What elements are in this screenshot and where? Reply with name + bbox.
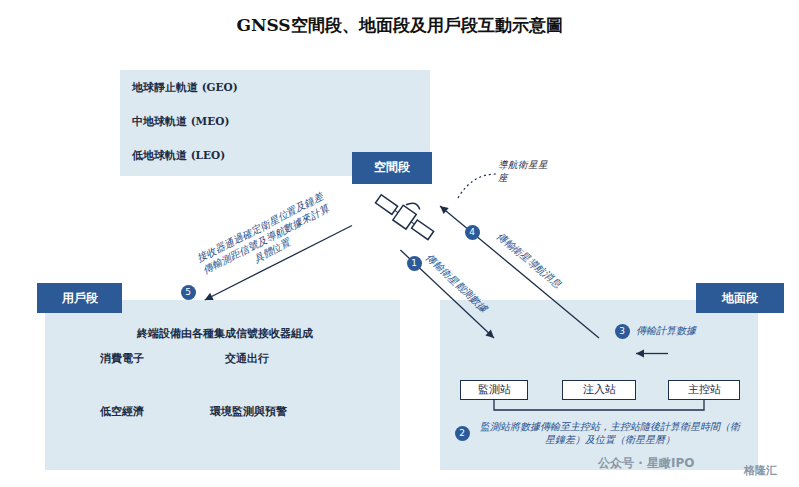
- edge-label: 接收器通過確定衛星位置及鐘差傳輸測距信號及導航數據來計算具體位置: [192, 188, 342, 290]
- space-segment: 空間段: [352, 152, 440, 250]
- diagram-title: GNSS空間段、地面段及用戶段互動示意圖: [0, 14, 799, 37]
- segment-tab: 地面段: [696, 283, 784, 313]
- station-box: 主控站: [668, 338, 740, 400]
- callout-number: 1: [407, 256, 422, 271]
- station-label: 監測站: [460, 380, 528, 400]
- constellation-note: 導航衛星星座: [498, 158, 550, 184]
- callout-number: 2: [455, 426, 470, 441]
- navigation-satellite: [373, 185, 440, 243]
- connector: [636, 350, 668, 358]
- segment-tab: 用戶段: [37, 283, 122, 313]
- station-label: 注入站: [562, 380, 636, 400]
- node-text: 消費電子: [100, 352, 144, 366]
- edge-label: 傳輸計算數據: [636, 324, 696, 337]
- node-text: 低空經濟: [100, 405, 144, 419]
- edge-label: 傳輸衛星導航消息: [494, 229, 564, 290]
- leader-line: [458, 174, 496, 198]
- node-text: 中地球軌道 (MEO): [132, 115, 229, 129]
- watermark: 公众号 · 星瞰IPO: [598, 455, 694, 472]
- callout-number: 4: [465, 225, 480, 240]
- node-text: 環境監測與預警: [210, 405, 287, 419]
- node-text: 低地球軌道 (LEO): [132, 149, 225, 163]
- connector: [440, 206, 599, 338]
- station-box: 監測站: [460, 338, 528, 400]
- station-box: 注入站: [562, 338, 636, 400]
- connector: [400, 250, 494, 338]
- connector: [494, 400, 704, 410]
- node-text: 地球靜止軌道 (GEO): [132, 81, 238, 95]
- callout-number: 3: [615, 324, 630, 339]
- user-segment-panel: 用戶段終端設備由各種集成信號接收器組成消費電子交通出行低空經濟環境監測與預警: [45, 300, 400, 470]
- edge-label: 監測站將數據傳輸至主控站，主控站隨後計算衛星時間（衛星鐘差）及位置（衛星星曆）: [479, 420, 741, 446]
- station-label: 主控站: [668, 380, 740, 400]
- node-text: 交通出行: [225, 352, 269, 366]
- segment-tab: 空間段: [352, 152, 432, 184]
- watermark: 格隆汇: [744, 463, 777, 478]
- callout-number: 5: [181, 285, 196, 300]
- node-text: 終端設備由各種集成信號接收器組成: [137, 326, 313, 341]
